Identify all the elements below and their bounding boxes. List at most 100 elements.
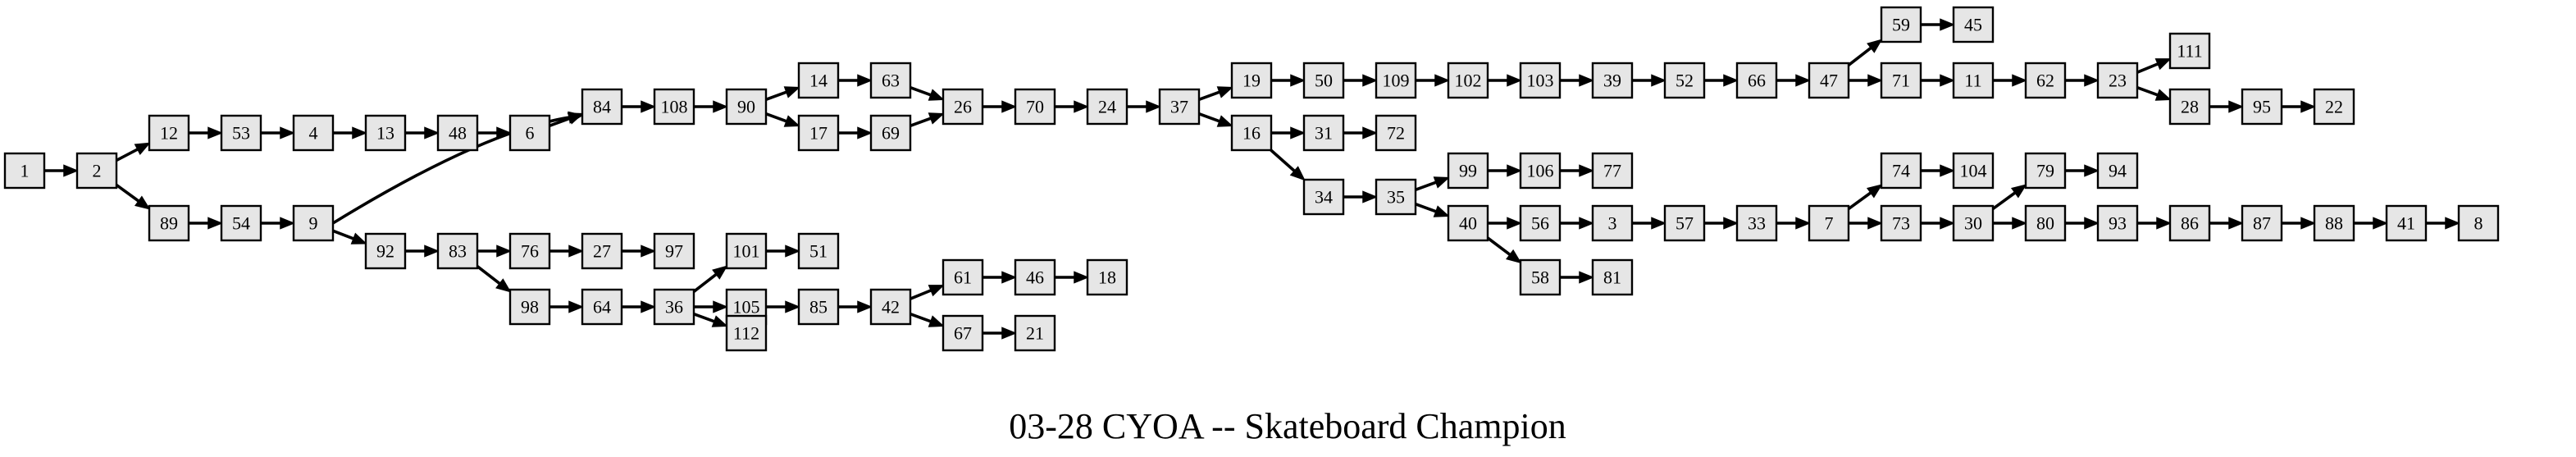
- node-label: 81: [1603, 267, 1621, 288]
- node-69: 69: [869, 114, 912, 152]
- arrow-head: [928, 89, 945, 101]
- node-label: 108: [661, 97, 688, 117]
- arrow-head: [1146, 100, 1161, 113]
- node-box: [581, 232, 623, 270]
- edge: [910, 86, 932, 97]
- edge: [1847, 191, 1872, 211]
- node-box: [292, 114, 335, 152]
- arrow-head: [712, 265, 728, 280]
- node-label: 48: [449, 123, 467, 144]
- arrow-head: [1866, 184, 1883, 199]
- node-label: 76: [521, 241, 539, 262]
- node-label: 24: [1098, 97, 1116, 117]
- node-box: [1952, 204, 1995, 242]
- node-63: 63: [869, 62, 912, 99]
- arrow-head: [495, 278, 512, 293]
- node-40: 40: [1447, 204, 1489, 242]
- node-label: 27: [593, 241, 611, 262]
- node-box: [941, 88, 984, 126]
- arrow-head: [2228, 100, 2244, 113]
- node-42: 42: [869, 288, 912, 326]
- node-box: [364, 232, 407, 270]
- node-54: 54: [220, 204, 262, 242]
- edge: [910, 289, 932, 300]
- edge: [1486, 236, 1511, 256]
- node-box: [797, 288, 840, 326]
- arrow-head: [1940, 74, 1955, 87]
- arrow-head: [2084, 164, 2100, 177]
- arrow-head: [280, 126, 295, 139]
- node-label: 47: [1820, 71, 1838, 91]
- node-label: 17: [809, 123, 828, 144]
- node-label: 80: [2036, 213, 2054, 234]
- arrow-head: [424, 126, 440, 139]
- arrow-head: [134, 195, 151, 210]
- node-101: 101: [725, 232, 768, 270]
- node-box: [2096, 152, 2139, 190]
- node-59: 59: [1880, 6, 1922, 43]
- node-48: 48: [436, 114, 479, 152]
- node-box: [2313, 88, 2355, 126]
- node-label: 41: [2397, 213, 2415, 234]
- node-18: 18: [1086, 258, 1128, 296]
- node-label: 6: [526, 123, 535, 144]
- arrow-head: [641, 300, 656, 313]
- arrow-head: [713, 300, 728, 313]
- node-89: 89: [148, 204, 190, 242]
- edge: [1270, 149, 1296, 172]
- node-label: 89: [160, 213, 178, 234]
- node-label: 11: [1964, 71, 1981, 91]
- node-104: 104: [1952, 152, 1995, 190]
- arrow-head: [1795, 74, 1811, 87]
- node-box: [653, 232, 695, 270]
- node-45: 45: [1952, 6, 1995, 43]
- arrow-head: [207, 126, 223, 139]
- arrow-head: [496, 244, 512, 258]
- node-label: 56: [1531, 213, 1549, 234]
- arrow-head: [1940, 217, 1955, 230]
- node-box: [1880, 152, 1922, 190]
- node-box: [1663, 204, 1706, 242]
- node-box: [436, 232, 479, 270]
- edge: [692, 272, 718, 293]
- node-box: [1086, 258, 1128, 296]
- node-label: 111: [2177, 41, 2202, 62]
- node-52: 52: [1663, 62, 1706, 99]
- arrow-head: [1579, 164, 1594, 177]
- node-24: 24: [1086, 88, 1128, 126]
- graph-title: 03-28 CYOA -- Skateboard Champion: [1009, 406, 1566, 446]
- node-label: 14: [809, 71, 828, 91]
- node-label: 58: [1531, 267, 1549, 288]
- node-box: [292, 204, 335, 242]
- node-label: 112: [733, 323, 759, 344]
- node-label: 94: [2109, 161, 2127, 181]
- node-label: 57: [1676, 213, 1694, 234]
- arrow-head: [785, 300, 800, 313]
- edge: [910, 313, 932, 323]
- arrow-head: [1362, 74, 1378, 87]
- node-label: 71: [1892, 71, 1910, 91]
- node-53: 53: [220, 114, 262, 152]
- arrow-head: [1290, 126, 1306, 139]
- node-23: 23: [2096, 62, 2139, 99]
- node-28: 28: [2168, 88, 2211, 126]
- arrow-head: [1362, 190, 1378, 203]
- arrow-head: [1506, 249, 1522, 264]
- node-label: 98: [521, 297, 539, 318]
- node-label: 31: [1315, 123, 1333, 144]
- node-70: 70: [1014, 88, 1056, 126]
- node-14: 14: [797, 62, 840, 99]
- arrow-head: [280, 217, 295, 230]
- node-box: [1663, 62, 1706, 99]
- node-box: [1735, 62, 1778, 99]
- node-64: 64: [581, 288, 623, 326]
- edge: [1198, 112, 1220, 123]
- node-label: 77: [1603, 161, 1621, 181]
- node-box: [1808, 62, 1850, 99]
- node-label: 40: [1459, 213, 1477, 234]
- node-86: 86: [2168, 204, 2211, 242]
- arrow-head: [857, 126, 873, 139]
- arrow-head: [1867, 74, 1883, 87]
- arrow-head: [1507, 74, 1522, 87]
- edge: [2136, 86, 2159, 97]
